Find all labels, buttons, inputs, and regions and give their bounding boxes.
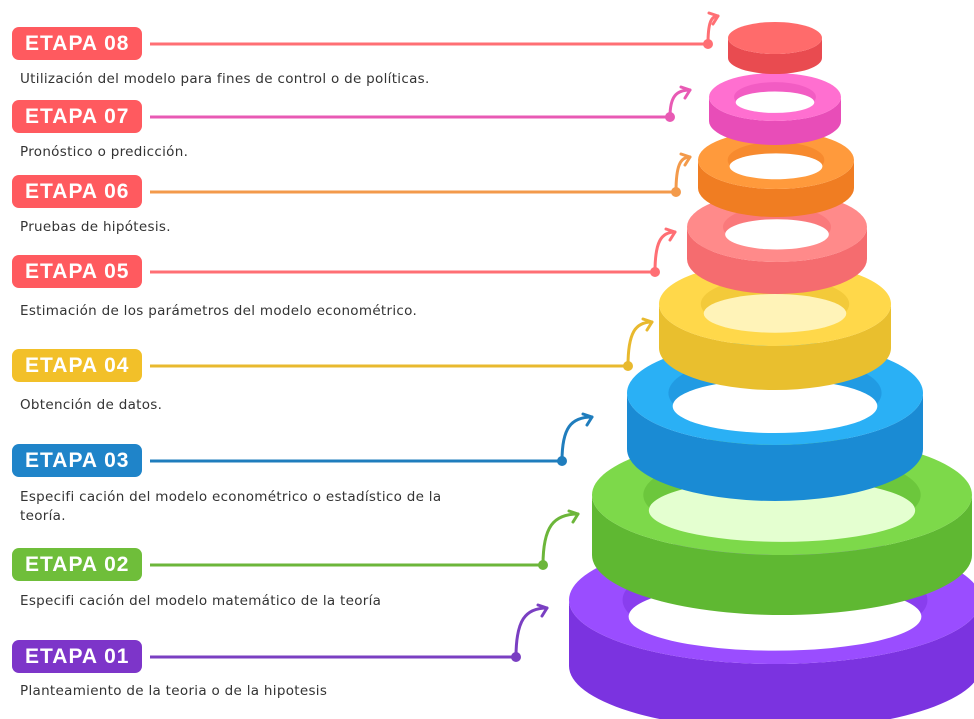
arrow-head-icon [567,509,580,524]
arrow-head-icon [536,603,549,618]
stage-description-5: Estimación de los parámetros del modelo … [20,303,418,319]
ring-stage-8 [728,22,822,74]
ring-side [627,393,923,501]
stage-badge-3: ETAPA 03 [12,444,143,477]
arrow-head-icon [581,412,594,427]
arrow-head-icon [679,152,692,167]
ring-side [659,304,891,390]
ring-side [569,600,974,719]
ring-stage-7 [709,73,841,145]
ring-top [728,22,822,54]
stage-description-1: Planteamiento de la teoria o de la hipot… [20,683,328,699]
connector-arrow-1 [514,606,549,659]
stage-badge-1: ETAPA 01 [12,640,143,673]
ring-hole [735,91,815,113]
stage-description-6: Pruebas de hipótesis. [20,219,171,235]
ring-side [698,160,854,217]
ring-hole [729,153,823,180]
connector-arrow-4 [626,320,654,368]
arrow-head-icon [707,11,720,26]
stage-badge-2: ETAPA 02 [12,548,143,581]
ring-hole [703,294,847,333]
stage-description-4: Obtención de datos. [20,397,163,413]
ring-hole [725,219,829,250]
ring-stage-6 [698,131,854,217]
connector-arrow-2 [541,512,580,567]
stage-description-2: Especifi cación del modelo matemático de… [20,593,382,609]
stage-badge-5: ETAPA 05 [12,255,143,288]
stage-badge-4: ETAPA 04 [12,349,143,382]
arrow-head-icon [664,227,677,242]
stage-badge-8: ETAPA 08 [12,27,143,60]
connector-arrow-3 [560,415,594,463]
stage-description-8: Utilización del modelo para fines de con… [20,71,430,87]
stage-badge-6: ETAPA 06 [12,175,143,208]
ring-hole [672,379,878,434]
arrow-head-icon [679,85,692,100]
stage-description-3: Especifi cación del modelo econométrico … [20,489,442,524]
ring-side [687,227,867,294]
stage-description-7: Pronóstico o predicción. [20,144,189,160]
stage-badge-7: ETAPA 07 [12,100,143,133]
arrow-head-icon [641,317,654,332]
ring-side [728,38,822,74]
